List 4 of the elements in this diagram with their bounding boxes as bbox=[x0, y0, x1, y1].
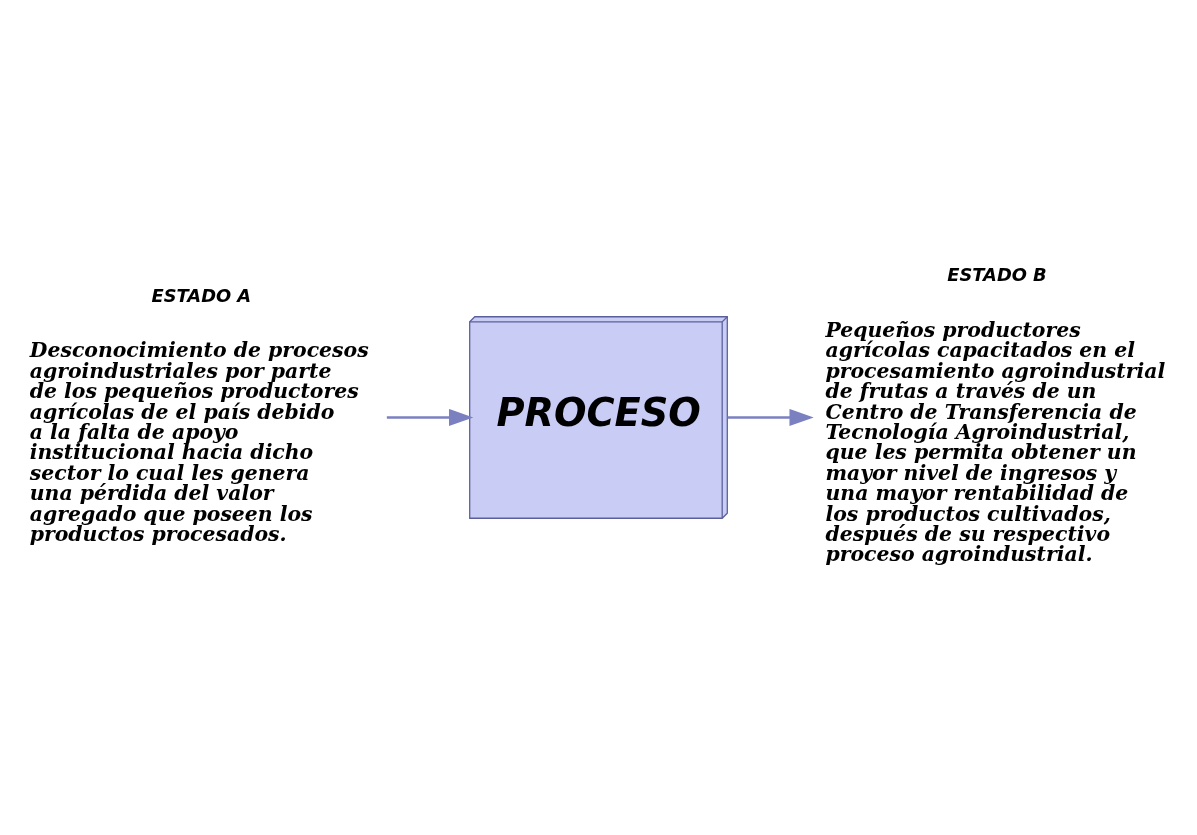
node-text: ESTADO B Pequeños productores agrícolas capacitados en el procesamiento agroindustrial de frutas a través de un Centro de Transferencia de Tecnología Agroindustrial, que les permita obtener un mayor nivel de ingresos y una mayor rentabilidad de los productos cultivados, después de su respectivo proceso agroindustrial. bbox=[825, 264, 1166, 567]
arrow bbox=[727, 409, 814, 426]
node-text: ESTADO A Desconocimiento de procesos agroindustriales por parte de los pequeños productores agrícolas de el país debido a la falta de apoyo institucional hacia dicho sector lo cual les genera una pérdida del valor agregado que poseen los productos procesados. bbox=[29, 284, 369, 546]
arrow bbox=[386, 409, 474, 426]
